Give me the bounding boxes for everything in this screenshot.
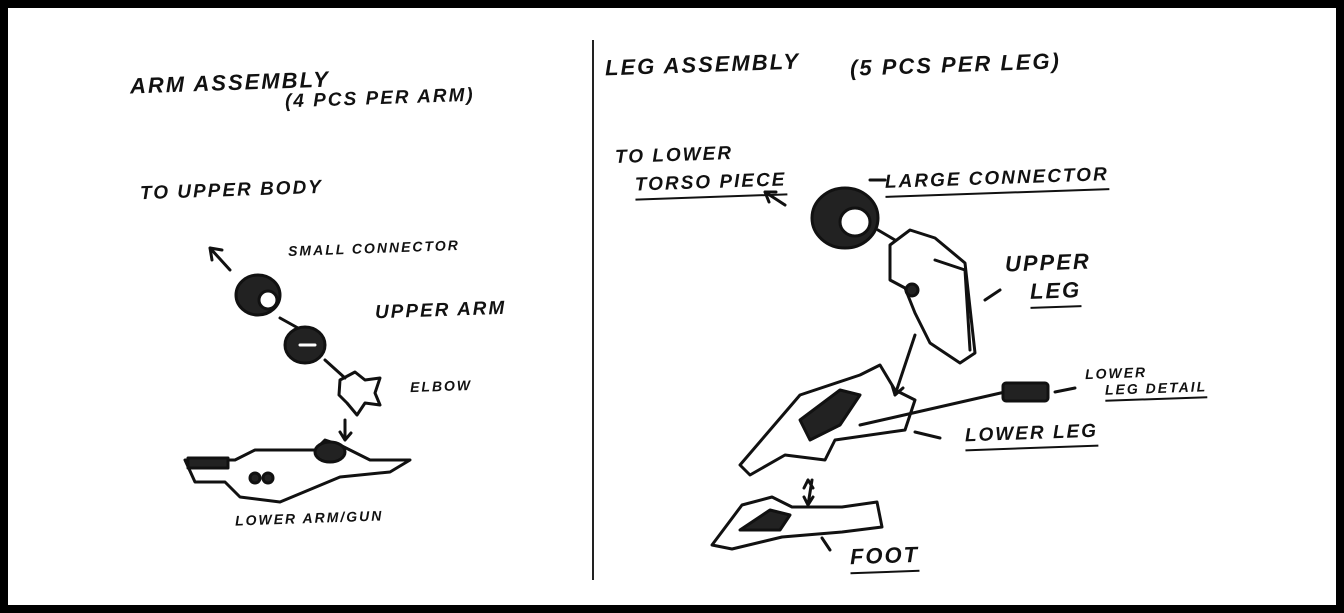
lower-leg-label: LOWER LEG bbox=[964, 420, 1099, 452]
upper-leg-label-line1: UPPER bbox=[1004, 248, 1092, 277]
large-connector-drawing bbox=[810, 186, 880, 250]
arrow-to-upper-body bbox=[208, 246, 232, 272]
lower-leg-detail-line bbox=[858, 390, 1007, 427]
foot-drawing bbox=[710, 495, 884, 551]
elbow-drawing bbox=[337, 370, 382, 417]
elbow-label: ELBOW bbox=[409, 376, 473, 396]
arrow-to-lower-torso bbox=[763, 190, 787, 207]
lower-leg-detail-label-line1: LOWER bbox=[1084, 363, 1148, 383]
lower-leg-detail-label-line2: LEG DETAIL bbox=[1104, 378, 1208, 402]
upper-arm-drawing bbox=[283, 325, 327, 365]
to-lower-label-line1: TO LOWER bbox=[614, 142, 734, 169]
to-lower-label-line2: TORSO PIECE bbox=[634, 169, 787, 201]
upper-leg-label-line2: LEG bbox=[1029, 277, 1082, 309]
lower-arm-gun-drawing bbox=[183, 438, 412, 504]
arrow-connector-arm bbox=[278, 316, 300, 330]
upper-arm-label: UPPER ARM bbox=[374, 297, 507, 324]
sketch-paper bbox=[8, 8, 1336, 605]
upper-leg-drawing bbox=[888, 228, 977, 365]
lower-leg-detail-drawing bbox=[1001, 381, 1050, 403]
lower-leg-drawing bbox=[738, 363, 917, 477]
foot-label: FOOT bbox=[849, 541, 920, 575]
panel-divider bbox=[592, 40, 594, 580]
small-connector-drawing bbox=[234, 273, 282, 317]
